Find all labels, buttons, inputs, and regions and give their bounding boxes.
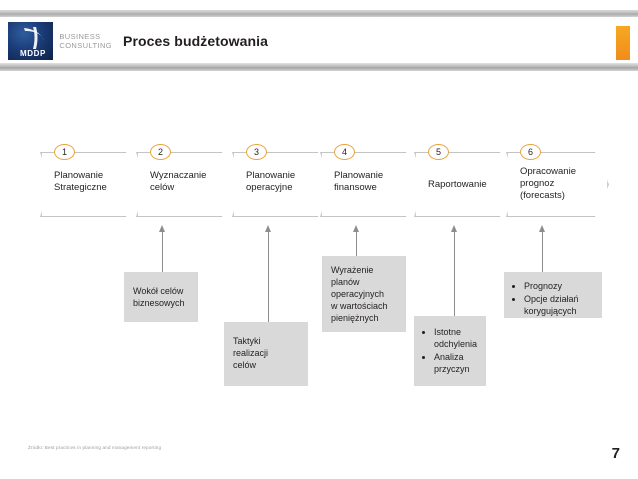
step-number-badge: 3 — [246, 144, 267, 160]
arrow-stem — [454, 231, 455, 317]
arrow-head-icon — [265, 225, 271, 232]
arrow-stem — [356, 231, 357, 257]
note-bullet-item: Istotne odchylenia — [434, 326, 478, 350]
note-prognozy: Prognozy Opcje działań korygujących — [504, 272, 602, 318]
arrow-stem — [162, 231, 163, 273]
chevron-shape — [136, 152, 236, 217]
step-number-badge: 4 — [334, 144, 355, 160]
step-label: Raportowanie — [428, 179, 487, 190]
step-label: Planowanie operacyjne — [246, 170, 296, 193]
step-number-badge: 1 — [54, 144, 75, 160]
swoosh-icon — [24, 27, 44, 49]
note-text: Taktyki realizacji celów — [233, 336, 269, 370]
chevron-shape — [414, 152, 514, 217]
step-label: Wyznaczanie celów — [150, 170, 207, 193]
step-number-badge: 2 — [150, 144, 171, 160]
connector-arrow-step4 — [352, 225, 361, 257]
arrow-head-icon — [451, 225, 457, 232]
chevron-shape — [40, 152, 140, 217]
step-label: Planowanie finansowe — [334, 170, 384, 193]
chevron-shape — [506, 152, 609, 217]
note-text: Wyrażenie planów operacyjnych w wartości… — [331, 265, 388, 323]
note-wyrazenie-planow: Wyrażenie planów operacyjnych w wartości… — [322, 256, 406, 332]
chevron-shape — [320, 152, 420, 217]
source-note: Źródło: Best practices in planning and m… — [28, 445, 162, 450]
note-text: Wokół celów biznesowych — [133, 286, 185, 308]
process-step-6[interactable]: 6 Opracowanie prognoz (forecasts) — [506, 144, 609, 217]
connector-arrow-step6 — [538, 225, 547, 273]
process-step-1[interactable]: 1 Planowanie Strategiczne — [40, 144, 140, 217]
process-step-3[interactable]: 3 Planowanie operacyjne — [232, 144, 332, 217]
step-number-badge: 5 — [428, 144, 449, 160]
note-bullet-item: Analiza przyczyn — [434, 351, 478, 375]
note-bullet-item: Opcje działań korygujących — [524, 293, 594, 317]
arrow-head-icon — [353, 225, 359, 232]
logo-mark-icon: MDDP — [8, 22, 54, 60]
step-label: Opracowanie prognoz (forecasts) — [520, 166, 576, 201]
note-bullet-item: Prognozy — [524, 280, 594, 292]
note-odchylenia: Istotne odchylenia Analiza przyczyn — [414, 316, 486, 386]
page-title: Proces budżetowania — [123, 33, 269, 49]
arrow-head-icon — [539, 225, 545, 232]
step-label: Planowanie Strategiczne — [54, 170, 107, 193]
connector-arrow-step2 — [158, 225, 167, 273]
accent-block — [616, 26, 630, 60]
mddp-logo: MDDP BUSINESS CONSULTING — [8, 22, 112, 60]
process-step-2[interactable]: 2 Wyznaczanie celów — [136, 144, 236, 217]
note-bullet-list: Istotne odchylenia Analiza przyczyn — [423, 326, 478, 375]
logo-mark-text: MDDP — [20, 49, 46, 58]
arrow-stem — [542, 231, 543, 273]
arrow-stem — [268, 231, 269, 323]
process-step-4[interactable]: 4 Planowanie finansowe — [320, 144, 420, 217]
note-taktyki: Taktyki realizacji celów — [224, 322, 308, 386]
arrow-head-icon — [159, 225, 165, 232]
note-wokol-celow: Wokół celów biznesowych — [124, 272, 198, 322]
step-number-badge: 6 — [520, 144, 541, 160]
logo-wordmark-line2: CONSULTING — [59, 41, 112, 50]
logo-wordmark-line1: BUSINESS — [59, 32, 101, 41]
top-divider-rule — [0, 10, 638, 17]
header-divider-rule — [0, 63, 638, 71]
connector-arrow-step5 — [450, 225, 459, 317]
page-number: 7 — [611, 445, 620, 462]
logo-wordmark: BUSINESS CONSULTING — [53, 22, 112, 60]
connector-arrow-step3 — [264, 225, 273, 323]
note-bullet-list: Prognozy Opcje działań korygujących — [513, 280, 594, 317]
chevron-shape — [232, 152, 332, 217]
process-step-5[interactable]: 5 Raportowanie — [414, 144, 514, 217]
